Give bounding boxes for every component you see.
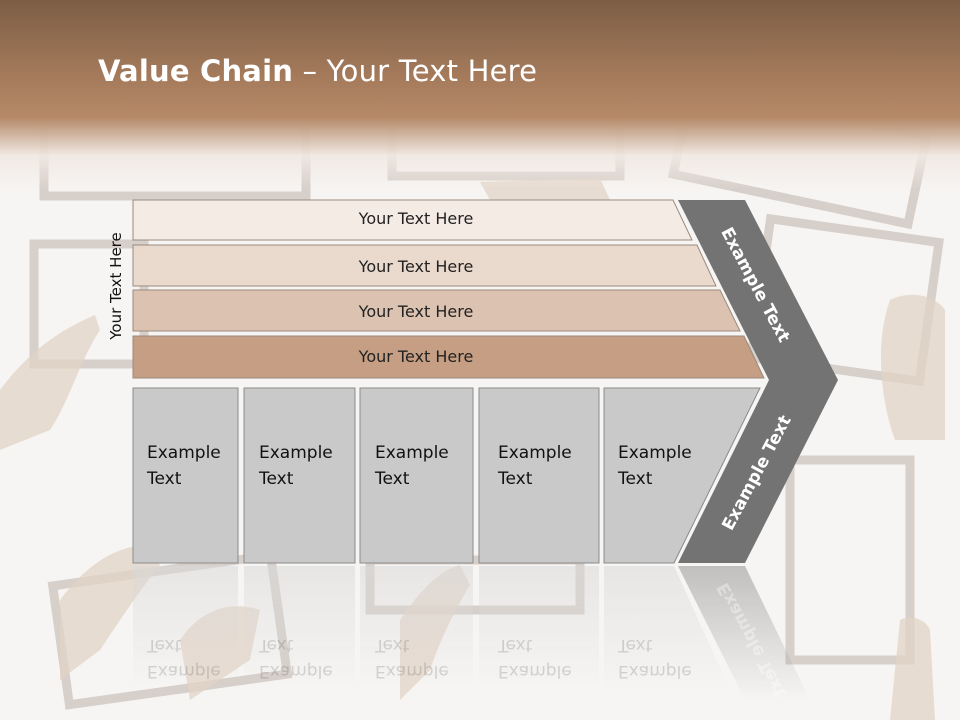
box-text-line: Example (375, 443, 449, 463)
reflection-line: Text (498, 635, 533, 655)
reflection-line: Text (375, 635, 410, 655)
activity-box (478, 387, 600, 564)
arrow-chevron-upper (678, 200, 838, 380)
stripe-bar (132, 289, 741, 332)
hand-shape (880, 294, 945, 440)
reflection-line: Example (147, 661, 221, 681)
activity-box (243, 387, 356, 564)
box-text-line: Example (618, 443, 692, 463)
box-text-line: Text (147, 469, 182, 489)
reflection-line: Example (498, 661, 572, 681)
title-bold: Value Chain (98, 54, 294, 88)
box-reflections (133, 566, 810, 700)
reflection-line: Text (147, 635, 182, 655)
reflection-line: Example (259, 661, 333, 681)
box-text-line: Example (498, 443, 572, 463)
box-text-reflection: Example Text (375, 632, 470, 684)
hand-shape (0, 315, 100, 450)
activity-box (603, 387, 761, 564)
stripe-label: Your Text Here (358, 302, 474, 321)
title-banner (0, 0, 960, 190)
box-text-reflection: Example Text (498, 632, 593, 684)
stripe-label: Your Text Here (358, 257, 474, 276)
box-text-reflection: Example Text (147, 632, 242, 684)
box-text-line: Example (259, 443, 333, 463)
box-text-line: Example (147, 443, 221, 463)
reflection-line: Text (618, 635, 653, 655)
side-label: Your Text Here (107, 232, 125, 340)
arrow-chevron-lower (678, 380, 838, 563)
stripe-bar (132, 335, 765, 379)
hand-shape (890, 617, 935, 720)
activity-box (132, 387, 239, 564)
slide-title: Value Chain – Your Text Here (98, 54, 537, 88)
stripe-label: Your Text Here (358, 209, 474, 228)
reflection-line: Example (375, 661, 449, 681)
activity-box (359, 387, 474, 564)
stripe-bar (132, 199, 693, 241)
box-text-line: Text (375, 469, 410, 489)
title-rest: – Your Text Here (293, 54, 538, 88)
stripe-label: Your Text Here (358, 347, 474, 366)
box-text-line: Text (498, 469, 533, 489)
tablet-shape (785, 455, 915, 665)
box-text-reflection: Example Text (259, 632, 354, 684)
box-text-line: Text (259, 469, 294, 489)
stripe-bar (132, 244, 717, 287)
reflection-line: Text (259, 635, 294, 655)
box-text-reflection: Example Text (618, 632, 713, 684)
box-text-line: Text (618, 469, 653, 489)
reflection-line: Example (618, 661, 692, 681)
